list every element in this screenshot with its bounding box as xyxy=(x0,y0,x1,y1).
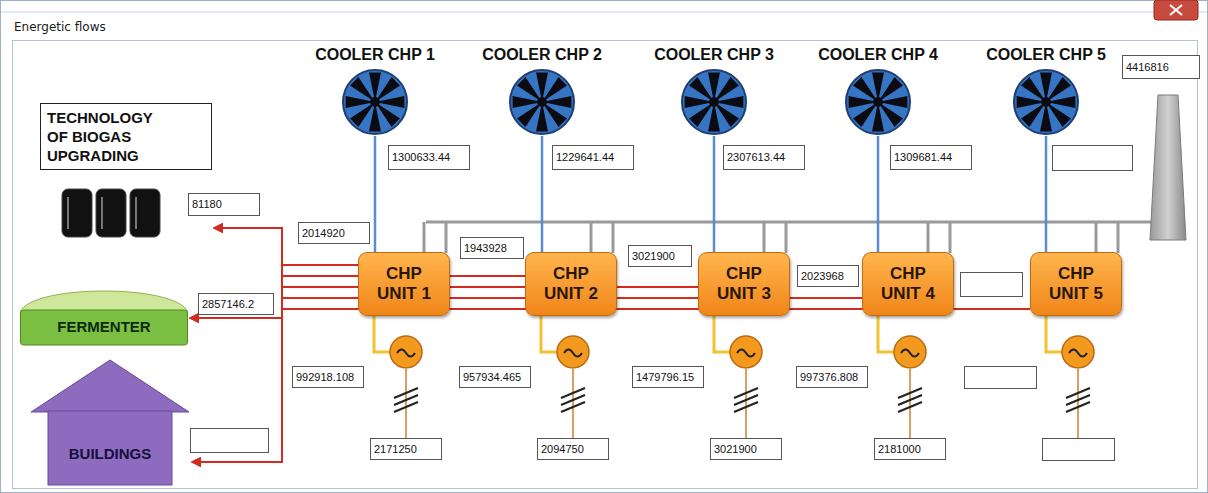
energy-flow-arrow xyxy=(192,298,862,462)
value-box: 2014920 xyxy=(298,222,370,244)
generators xyxy=(374,316,1094,438)
panel xyxy=(13,41,1198,489)
cooler-heading: COOLER CHP 3 xyxy=(639,44,789,66)
value-box: 2181000 xyxy=(874,438,946,460)
fan-symbol xyxy=(1012,68,1080,136)
close-button xyxy=(1154,0,1198,20)
value-box: 81180 xyxy=(188,193,260,216)
value-box: 2857146.2 xyxy=(198,293,274,315)
fan-symbol xyxy=(680,68,748,136)
energy-flow-arrow xyxy=(190,265,358,318)
cooler-fan: COOLER CHP 3 xyxy=(639,44,789,136)
chp-unit: CHP UNIT 4 xyxy=(862,252,954,316)
value-box: 3021900 xyxy=(710,438,782,460)
buildings-house: BUILDINGS xyxy=(30,358,190,486)
value-box: 1479796.15 xyxy=(632,366,704,388)
node-label: TECHNOLOGY OF BIOGAS UPGRADING xyxy=(47,108,169,165)
node-label: CHP UNIT 5 xyxy=(1039,264,1113,304)
empty-value-boxes xyxy=(191,146,1133,461)
value-box: 3021900 xyxy=(628,245,692,267)
fermenter-shape xyxy=(20,282,188,346)
value-box: 1229641.44 xyxy=(552,145,634,170)
upgrading-unit: TECHNOLOGY OF BIOGAS UPGRADING xyxy=(40,103,212,243)
cooler-heading: COOLER CHP 2 xyxy=(467,44,617,66)
house-shape xyxy=(30,358,190,486)
value-box: 1943928 xyxy=(460,237,524,259)
value-box: 2023968 xyxy=(797,265,859,287)
node-label: FERMENTER xyxy=(20,282,188,340)
fan-symbol xyxy=(508,68,576,136)
heat-line xyxy=(877,136,880,252)
cooler-heading: COOLER CHP 5 xyxy=(971,44,1121,66)
cooler-fan: COOLER CHP 1 xyxy=(300,44,450,136)
node-label: CHP UNIT 2 xyxy=(534,264,608,304)
heat-line xyxy=(374,136,377,252)
cooler-heading: COOLER CHP 4 xyxy=(803,44,953,66)
value-box: 2307613.44 xyxy=(723,145,805,170)
energy-flow-arrow xyxy=(214,228,698,287)
node-label: CHP UNIT 3 xyxy=(707,264,781,304)
value-box: 1309681.44 xyxy=(890,145,972,170)
cooler-fan: COOLER CHP 2 xyxy=(467,44,617,136)
chp-unit: CHP UNIT 1 xyxy=(358,252,450,316)
cooler-fan: COOLER CHP 4 xyxy=(803,44,953,136)
chp-unit: CHP UNIT 2 xyxy=(525,252,617,316)
exhaust-manifold xyxy=(424,222,1152,253)
value-box: 2171250 xyxy=(370,438,442,460)
energy-flow-arrow xyxy=(192,265,358,462)
value-box: 1300633.44 xyxy=(388,145,470,170)
node-label: CHP UNIT 1 xyxy=(367,264,441,304)
value-box: 957934.465 xyxy=(459,366,531,388)
fermenter: FERMENTER xyxy=(20,282,188,346)
node-label: BUILDINGS xyxy=(30,358,190,466)
heat-line xyxy=(541,136,544,252)
window-title: Energetic flows xyxy=(14,20,106,34)
fan-symbol xyxy=(341,68,409,136)
value-box: 2094750 xyxy=(537,438,609,460)
fan-symbol xyxy=(844,68,912,136)
value-box: 997376.808 xyxy=(796,366,868,388)
value-box: 4416816 xyxy=(1122,55,1200,79)
cooler-heading: COOLER CHP 1 xyxy=(300,44,450,66)
title-rule xyxy=(1,12,1207,13)
heat-line xyxy=(1045,136,1048,252)
heat-line xyxy=(713,136,716,252)
energy-flow-arrow xyxy=(192,309,1030,462)
cooler-fan: COOLER CHP 5 xyxy=(971,44,1121,136)
upgrading-columns xyxy=(58,185,168,241)
value-box: 992918.108 xyxy=(292,366,364,388)
chp-unit: CHP UNIT 5 xyxy=(1030,252,1122,316)
node-label: CHP UNIT 4 xyxy=(871,264,945,304)
chimney xyxy=(1150,95,1186,240)
chp-unit: CHP UNIT 3 xyxy=(698,252,790,316)
